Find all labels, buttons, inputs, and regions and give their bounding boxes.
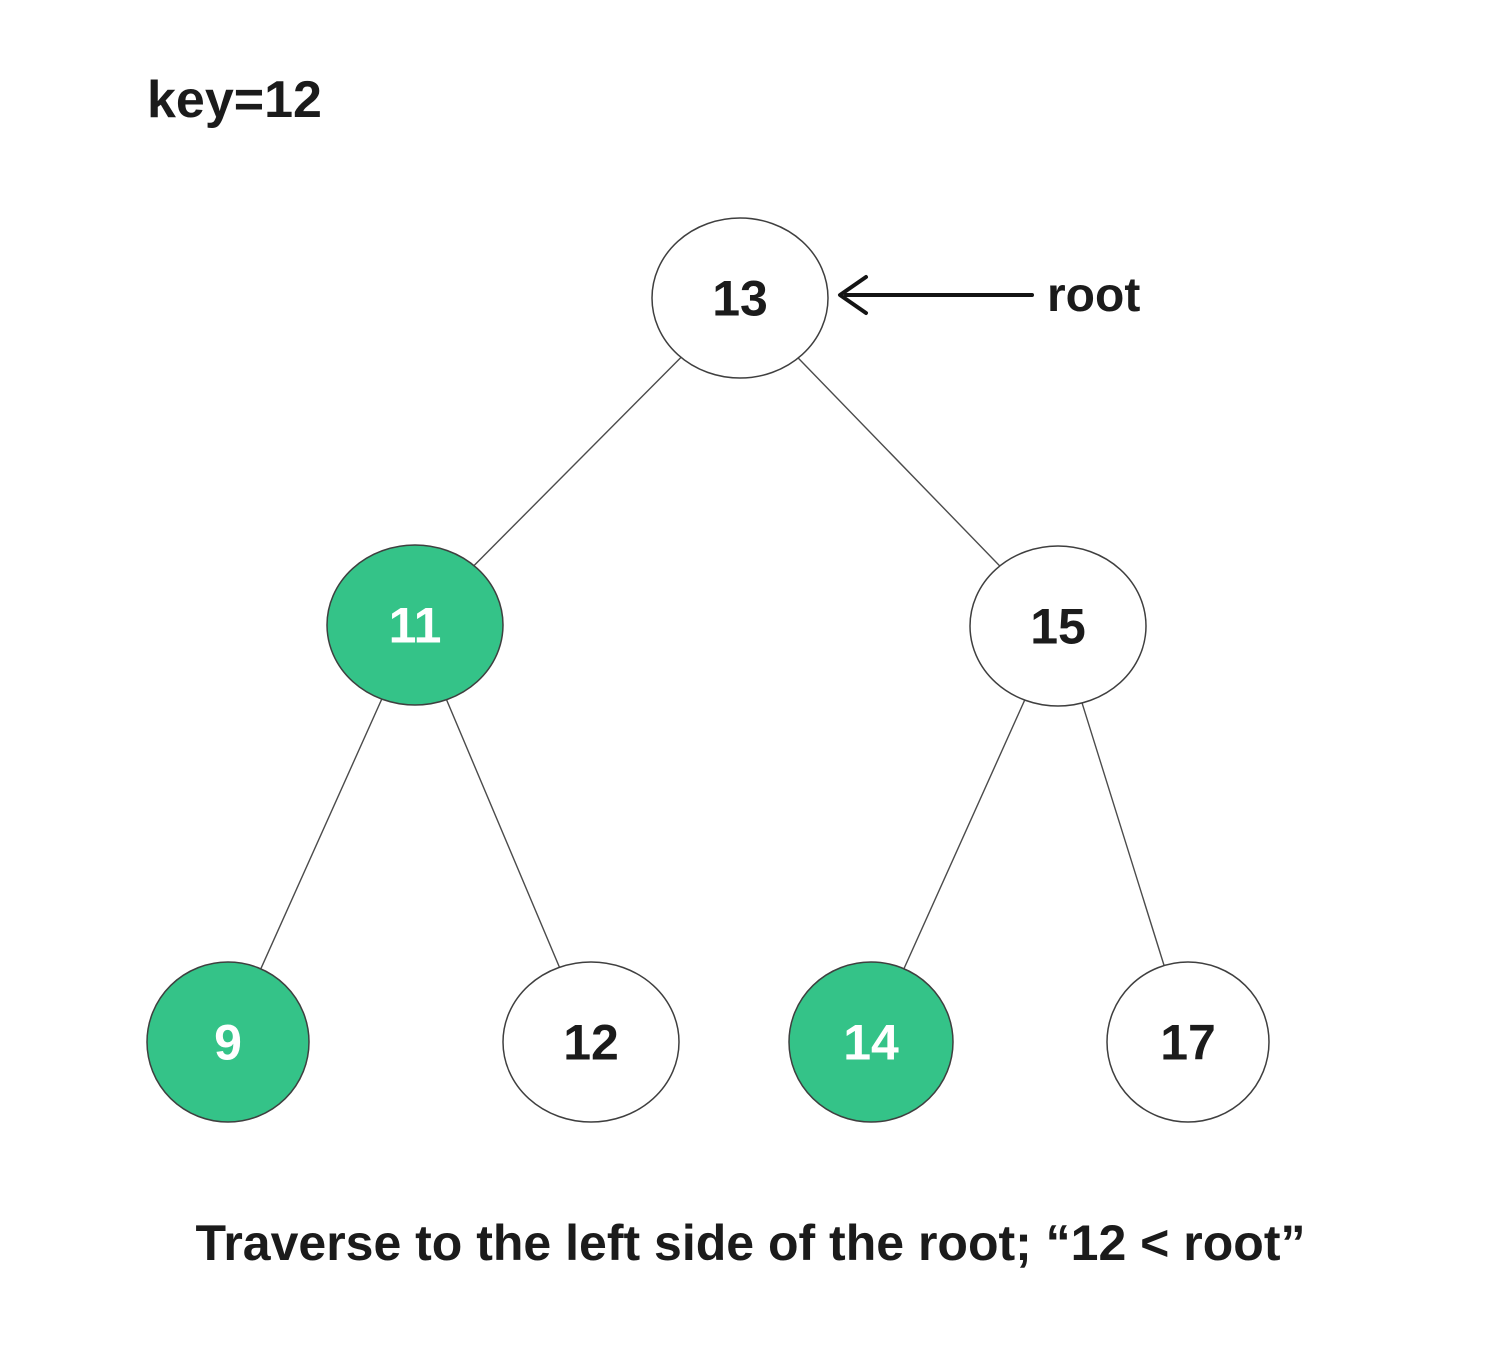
node-circle-12 — [502, 961, 680, 1123]
node-circle-17 — [1106, 961, 1270, 1123]
tree-node-14: 14 — [788, 961, 954, 1123]
node-circle-9 — [146, 961, 310, 1123]
node-circle-15 — [969, 545, 1147, 707]
key-label: key=12 — [147, 71, 322, 129]
node-value-13: 13 — [712, 271, 768, 327]
root-annotation: root — [838, 269, 1140, 322]
node-value-14: 14 — [843, 1015, 899, 1071]
tree-node-15: 15 — [969, 545, 1147, 707]
tree-node-11: 11 — [326, 544, 504, 706]
node-value-17: 17 — [1160, 1015, 1216, 1071]
tree-node-12: 12 — [502, 961, 680, 1123]
root-pointer-label: root — [1047, 269, 1140, 322]
node-circle-13 — [651, 217, 829, 379]
node-value-9: 9 — [214, 1015, 242, 1071]
tree-node-17: 17 — [1106, 961, 1270, 1123]
caption-text: Traverse to the left side of the root; “… — [195, 1215, 1306, 1271]
node-value-15: 15 — [1030, 599, 1086, 655]
node-value-12: 12 — [563, 1015, 619, 1071]
tree-node-13: 13 — [651, 217, 829, 379]
tree-node-9: 9 — [146, 961, 310, 1123]
node-circle-11 — [326, 544, 504, 706]
node-circle-14 — [788, 961, 954, 1123]
left-arrow-icon — [838, 275, 868, 315]
node-value-11: 11 — [389, 598, 442, 654]
